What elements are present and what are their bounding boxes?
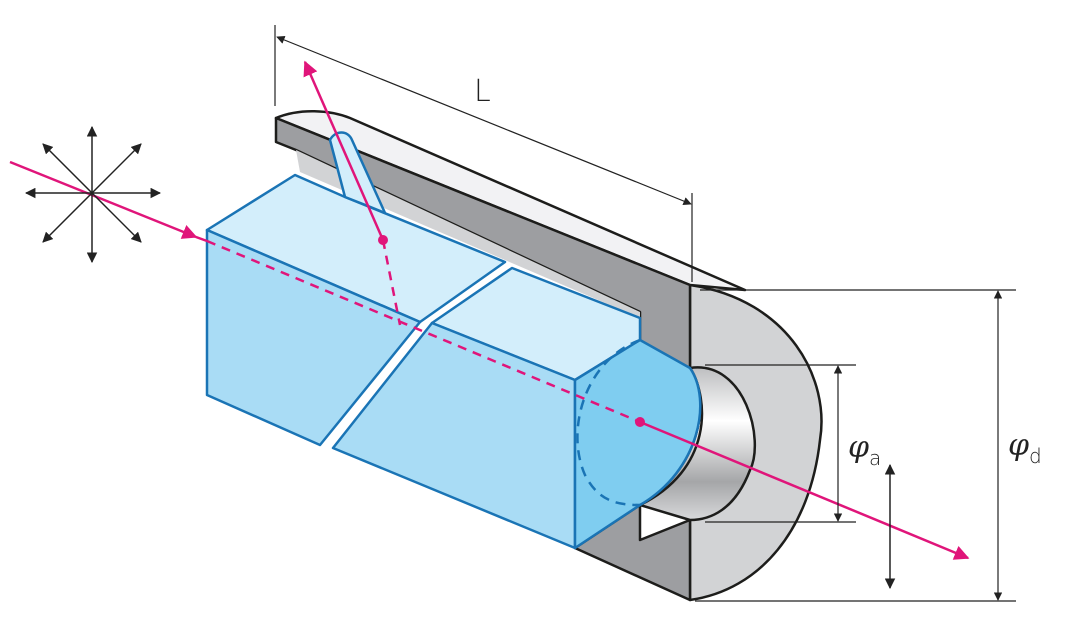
prism-end-face (573, 338, 702, 550)
aperture-symbol: φ (848, 430, 870, 465)
crystal-prisms (205, 131, 702, 550)
reflected-beam-hidden (381, 239, 402, 326)
transmitted-beam-hidden (206, 239, 641, 424)
diameter-label: φd (1008, 428, 1042, 468)
incident-beam (9, 160, 198, 239)
diameter-subscript: d (1029, 444, 1042, 468)
transmitted-beam (639, 420, 970, 560)
dimension-lines (274, 25, 1016, 602)
beam-dot (378, 235, 388, 245)
left-prism-front (205, 228, 422, 447)
unpolarized-light-icon (24, 125, 162, 264)
hidden-circle (576, 338, 641, 507)
diameter-symbol: φ (1008, 428, 1030, 463)
aperture-subscript: a (869, 446, 882, 470)
beam-dot (635, 417, 645, 427)
length-dimension (276, 35, 692, 206)
aperture-label: φa (848, 430, 881, 470)
length-label: L (474, 74, 491, 109)
